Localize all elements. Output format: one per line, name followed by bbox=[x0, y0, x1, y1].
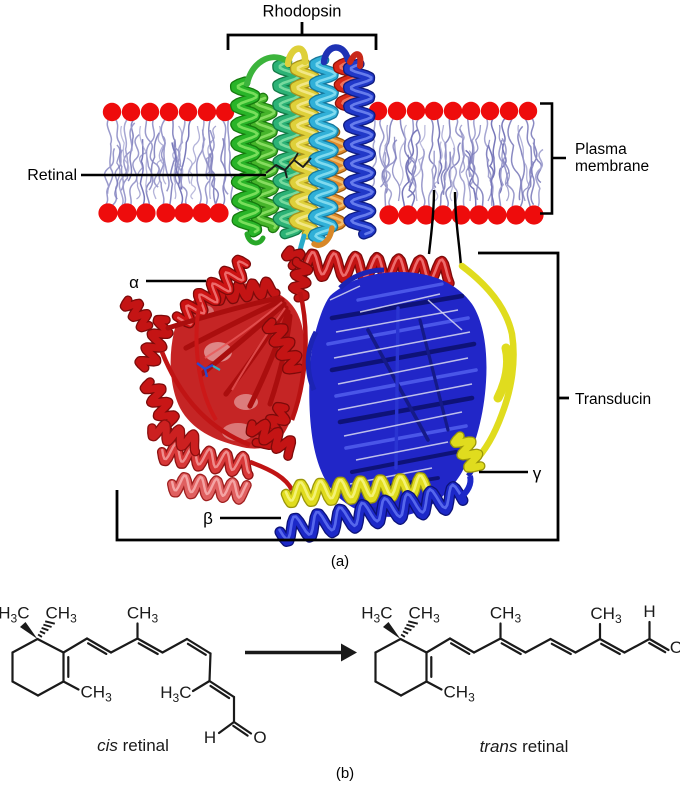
svg-text:Transducin: Transducin bbox=[575, 391, 651, 408]
svg-text:CH3: CH3 bbox=[46, 604, 78, 626]
svg-text:CH3: CH3 bbox=[444, 683, 476, 705]
svg-text:H: H bbox=[643, 602, 655, 621]
svg-text:CH3: CH3 bbox=[81, 683, 113, 705]
svg-text:(b): (b) bbox=[336, 765, 354, 782]
svg-text:α: α bbox=[129, 273, 139, 292]
svg-text:O: O bbox=[670, 638, 680, 657]
svg-text:membrane: membrane bbox=[575, 158, 649, 175]
svg-text:γ: γ bbox=[533, 464, 542, 483]
svg-text:H3C: H3C bbox=[0, 604, 30, 626]
svg-text:H: H bbox=[204, 728, 216, 747]
svg-text:Rhodopsin: Rhodopsin bbox=[263, 3, 342, 21]
svg-text:H3C: H3C bbox=[361, 604, 392, 626]
svg-text:trans retinal: trans retinal bbox=[480, 737, 569, 756]
svg-text:O: O bbox=[253, 728, 266, 747]
svg-text:CH3: CH3 bbox=[409, 604, 441, 626]
svg-text:CH3: CH3 bbox=[590, 604, 622, 626]
svg-text:Plasma: Plasma bbox=[575, 141, 627, 158]
svg-text:H3C: H3C bbox=[160, 683, 191, 705]
svg-text:(a): (a) bbox=[331, 553, 349, 570]
svg-text:CH3: CH3 bbox=[127, 604, 159, 626]
svg-text:CH3: CH3 bbox=[490, 604, 522, 626]
svg-text:Retinal: Retinal bbox=[27, 167, 77, 184]
svg-text:cis retinal: cis retinal bbox=[97, 736, 169, 755]
svg-text:β: β bbox=[203, 509, 213, 528]
